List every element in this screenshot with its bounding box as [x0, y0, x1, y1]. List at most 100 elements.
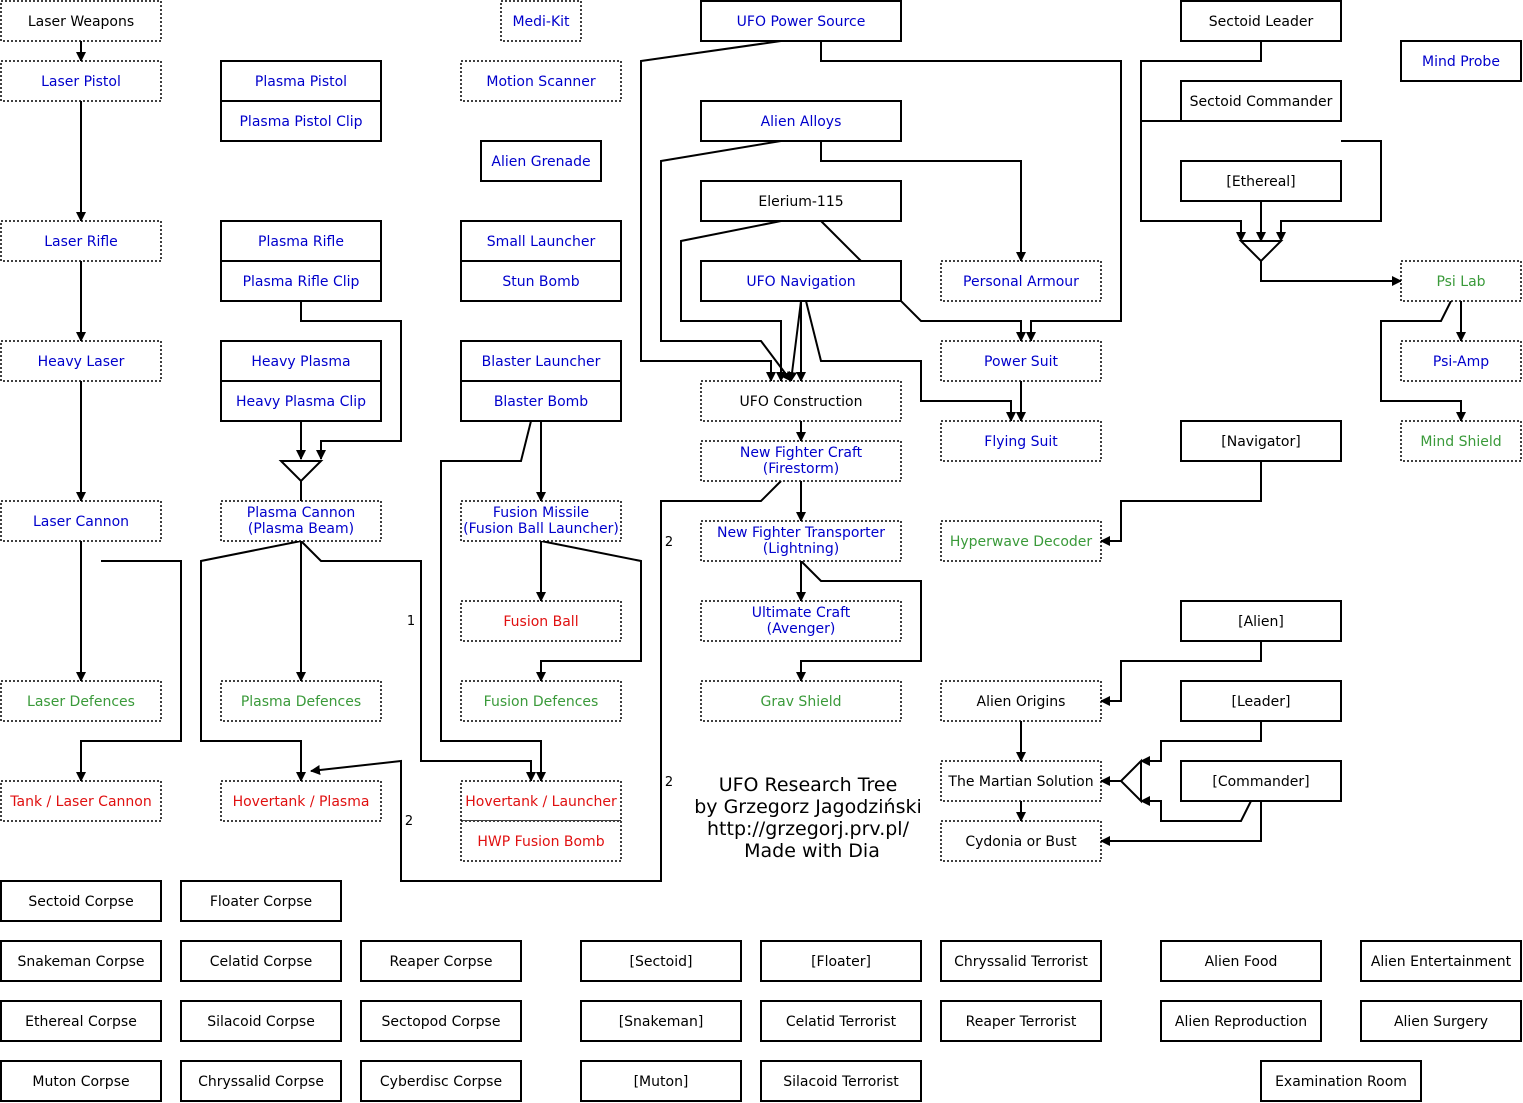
research-node[interactable]: [Leader]: [1180, 680, 1342, 722]
node-label: [Floater]: [811, 954, 871, 970]
research-node[interactable]: [Commander]: [1180, 760, 1342, 802]
research-node[interactable]: [Snakeman]: [580, 1000, 742, 1042]
research-node[interactable]: Heavy Plasma Clip: [220, 380, 382, 422]
research-node[interactable]: Sectoid Leader: [1180, 0, 1342, 42]
research-node[interactable]: Plasma Pistol Clip: [220, 100, 382, 142]
research-node[interactable]: The Martian Solution: [940, 760, 1102, 802]
node-label: Silacoid Terrorist: [783, 1074, 899, 1090]
credit-author: by Grzegorz Jagodziński: [694, 796, 922, 818]
node-box: [760, 1060, 922, 1102]
node-box: [580, 1060, 742, 1102]
research-node[interactable]: Laser Cannon: [0, 500, 162, 542]
research-node[interactable]: [Navigator]: [1180, 420, 1342, 462]
research-node[interactable]: Alien Food: [1160, 940, 1322, 982]
research-node[interactable]: Alien Origins: [940, 680, 1102, 722]
research-node[interactable]: Blaster Launcher: [460, 340, 622, 382]
research-node[interactable]: Heavy Laser: [0, 340, 162, 382]
research-node[interactable]: [Muton]: [580, 1060, 742, 1102]
research-node[interactable]: Fusion Defences: [460, 680, 622, 722]
research-node[interactable]: Plasma Rifle: [220, 220, 382, 262]
connector-line: [1140, 796, 1252, 822]
research-node[interactable]: Cyberdisc Corpse: [360, 1060, 522, 1102]
research-node[interactable]: Snakeman Corpse: [0, 940, 162, 982]
research-node[interactable]: Alien Entertainment: [1360, 940, 1522, 982]
node-label: Ultimate Craft: [752, 605, 851, 621]
research-node[interactable]: Plasma Pistol: [220, 60, 382, 102]
research-node[interactable]: Laser Defences: [0, 680, 162, 722]
research-node[interactable]: Motion Scanner: [460, 60, 622, 102]
research-node[interactable]: Medi-Kit: [500, 0, 582, 42]
research-node[interactable]: Alien Reproduction: [1160, 1000, 1322, 1042]
research-node[interactable]: Small Launcher: [460, 220, 622, 262]
research-node[interactable]: Fusion Missile(Fusion Ball Launcher): [460, 500, 622, 542]
research-node[interactable]: Laser Rifle: [0, 220, 162, 262]
research-node[interactable]: Silacoid Terrorist: [760, 1060, 922, 1102]
research-node[interactable]: Sectopod Corpse: [360, 1000, 522, 1042]
research-node[interactable]: Plasma Cannon(Plasma Beam): [220, 500, 382, 542]
research-node[interactable]: [Ethereal]: [1180, 160, 1342, 202]
research-node[interactable]: Tank / Laser Cannon: [0, 780, 162, 822]
research-node[interactable]: Mind Probe: [1400, 40, 1522, 82]
research-node[interactable]: Mind Shield: [1400, 420, 1522, 462]
research-node[interactable]: Plasma Defences: [220, 680, 382, 722]
node-label: Plasma Cannon: [247, 505, 355, 521]
research-node[interactable]: Grav Shield: [700, 680, 902, 722]
research-node[interactable]: Fusion Ball: [460, 600, 622, 642]
research-node[interactable]: Heavy Plasma: [220, 340, 382, 382]
research-node[interactable]: Reaper Terrorist: [940, 1000, 1102, 1042]
research-node[interactable]: Sectoid Commander: [1180, 80, 1342, 122]
research-node[interactable]: Plasma Rifle Clip: [220, 260, 382, 302]
research-node[interactable]: Psi-Amp: [1400, 340, 1522, 382]
research-node[interactable]: Hovertank / Plasma: [220, 780, 382, 822]
research-node[interactable]: Ultimate Craft(Avenger): [700, 600, 902, 642]
node-label: Power Suit: [984, 354, 1058, 370]
research-node[interactable]: Stun Bomb: [460, 260, 622, 302]
research-node[interactable]: Psi Lab: [1400, 260, 1522, 302]
node-label: Chryssalid Terrorist: [954, 954, 1088, 970]
node-label: New Fighter Transporter: [717, 525, 885, 541]
research-node[interactable]: Floater Corpse: [180, 880, 342, 922]
node-label: [Leader]: [1232, 694, 1291, 710]
research-node[interactable]: Elerium-115: [700, 180, 902, 222]
node-box: [1360, 940, 1522, 982]
research-node[interactable]: Blaster Bomb: [460, 380, 622, 422]
research-node[interactable]: Alien Alloys: [700, 100, 902, 142]
research-node[interactable]: New Fighter Craft(Firestorm): [700, 440, 902, 482]
research-node[interactable]: Reaper Corpse: [360, 940, 522, 982]
research-node[interactable]: New Fighter Transporter(Lightning): [700, 520, 902, 562]
node-box: [700, 0, 902, 42]
research-node[interactable]: [Floater]: [760, 940, 922, 982]
research-node[interactable]: Flying Suit: [940, 420, 1102, 462]
research-node[interactable]: HWP Fusion Bomb: [460, 820, 622, 862]
research-node[interactable]: Alien Surgery: [1360, 1000, 1522, 1042]
research-node[interactable]: Chryssalid Corpse: [180, 1060, 342, 1102]
research-node[interactable]: Ethereal Corpse: [0, 1000, 162, 1042]
research-node[interactable]: UFO Construction: [700, 380, 902, 422]
node-box: [1180, 160, 1342, 202]
research-node[interactable]: Sectoid Corpse: [0, 880, 162, 922]
node-label: (Firestorm): [763, 461, 839, 477]
node-label: Tank / Laser Cannon: [9, 794, 151, 810]
research-node[interactable]: Chryssalid Terrorist: [940, 940, 1102, 982]
node-label: Fusion Ball: [503, 614, 578, 630]
research-node[interactable]: UFO Power Source: [700, 0, 902, 42]
research-node[interactable]: [Alien]: [1180, 600, 1342, 642]
research-node[interactable]: Laser Weapons: [0, 0, 162, 42]
research-node[interactable]: Examination Room: [1260, 1060, 1422, 1102]
research-node[interactable]: Hyperwave Decoder: [940, 520, 1102, 562]
research-node[interactable]: Alien Grenade: [480, 140, 602, 182]
research-node[interactable]: Celatid Corpse: [180, 940, 342, 982]
research-node[interactable]: UFO Navigation: [700, 260, 902, 302]
research-node[interactable]: Power Suit: [940, 340, 1102, 382]
research-node[interactable]: Cydonia or Bust: [940, 820, 1102, 862]
research-node[interactable]: Silacoid Corpse: [180, 1000, 342, 1042]
connector-line: [440, 420, 546, 782]
connector-line: [300, 540, 536, 782]
research-node[interactable]: Muton Corpse: [0, 1060, 162, 1102]
research-node[interactable]: Laser Pistol: [0, 60, 162, 102]
research-node[interactable]: Personal Armour: [940, 260, 1102, 302]
node-box: [220, 220, 382, 262]
research-node[interactable]: Hovertank / Launcher: [460, 780, 622, 822]
research-node[interactable]: [Sectoid]: [580, 940, 742, 982]
research-node[interactable]: Celatid Terrorist: [760, 1000, 922, 1042]
